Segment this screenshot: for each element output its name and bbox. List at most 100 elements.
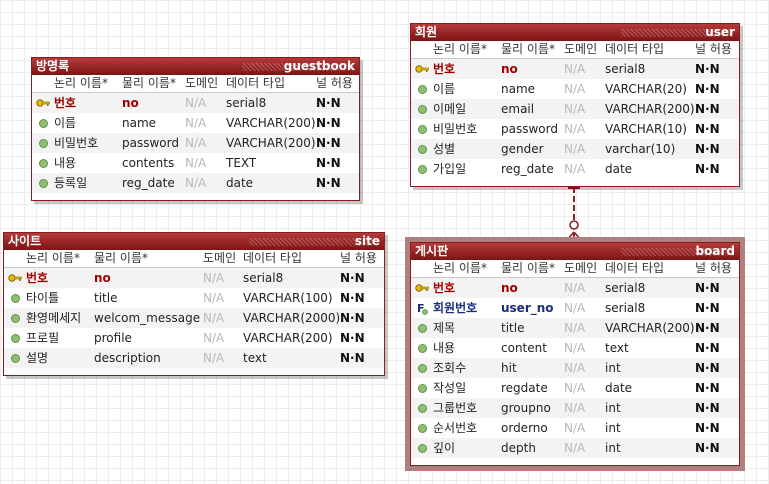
attribute-dot-icon [7,328,23,348]
zero-marker [569,220,579,230]
attribute-physical-name: groupno [501,401,551,415]
attribute-physical-name: depth [501,441,536,455]
dot-icon [11,314,20,323]
attribute-dot-icon [414,139,430,159]
dot-icon [418,404,427,413]
entity-header[interactable]: 회원 user [411,24,739,41]
dot-icon [418,85,427,94]
crowfoot-right [573,231,582,241]
attribute-logical-name: 번호 [26,271,49,285]
attribute-datatype: int [605,361,621,375]
attribute-domain: N/A [203,331,225,345]
attribute-physical-name: description [94,351,161,365]
column-header-datatype: 데이터 타입 [243,251,303,265]
attribute-datatype: text [243,351,267,365]
column-header-domain: 도메인 [564,261,598,275]
entity-logical-name: 게시판 [415,244,449,258]
attribute-datatype: serial8 [605,281,646,295]
attribute-dot-icon [414,338,430,358]
attribute-domain: N/A [203,271,225,285]
dot-icon [39,139,48,148]
entity-logical-name: 회원 [415,25,438,39]
attribute-physical-name: welcom_message [94,311,201,325]
entity-physical-name: user [705,25,735,39]
column-header-datatype: 데이터 타입 [605,42,665,56]
attribute-not-null: N·N [316,136,341,150]
attribute-logical-name: 프로필 [26,331,60,345]
attribute-logical-name: 이메일 [433,102,467,116]
attribute-logical-name: 환영메세지 [26,311,82,325]
attribute-physical-name: contents [122,156,175,170]
primary-key-icon [35,93,51,113]
attribute-logical-name: 비밀번호 [433,122,478,136]
attribute-datatype: VARCHAR(200) [605,321,695,335]
attribute-logical-name: 조회수 [433,361,467,375]
attribute-dot-icon [414,438,430,458]
attribute-dot-icon [414,159,430,179]
attribute-domain: N/A [203,311,225,325]
attribute-domain: N/A [185,156,207,170]
attribute-logical-name: 내용 [54,156,77,170]
dot-icon [418,165,427,174]
column-header-physical: 물리 이름* [501,42,555,56]
column-header-domain: 도메인 [564,42,598,56]
attribute-logical-name: 내용 [433,341,456,355]
attribute-domain: N/A [203,351,225,365]
svg-text:F: F [417,302,425,315]
attribute-logical-name: 타이틀 [26,291,60,305]
column-header-logical: 논리 이름* [433,42,487,56]
attribute-domain: N/A [185,136,207,150]
attribute-datatype: VARCHAR(10) [605,122,687,136]
attribute-domain: N/A [203,291,225,305]
dot-icon [39,119,48,128]
attribute-datatype: VARCHAR(20) [605,82,687,96]
attribute-physical-name: password [501,122,558,136]
dot-icon [418,364,427,373]
attribute-not-null: N·N [695,321,720,335]
entity-footer [4,368,384,375]
attribute-datatype: text [605,341,629,355]
attribute-datatype: VARCHAR(100) [243,291,333,305]
attribute-not-null: N·N [316,156,341,170]
column-header-nullable: 널 허용 [695,261,732,275]
column-header-physical: 물리 이름* [122,76,176,90]
attribute-physical-name: content [501,341,547,355]
attribute-not-null: N·N [695,401,720,415]
dot-icon [418,145,427,154]
